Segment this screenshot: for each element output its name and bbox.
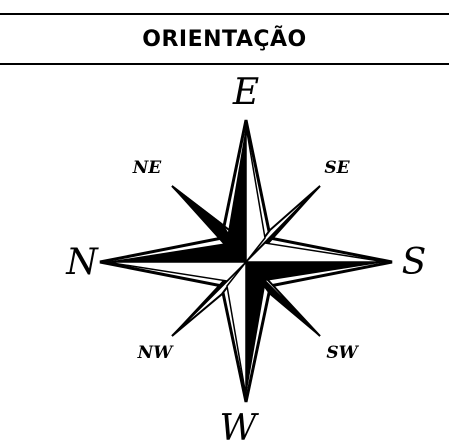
top-point-dark bbox=[227, 126, 246, 262]
header-bar: ORIENTAÇÃO bbox=[0, 13, 449, 65]
label-top: E bbox=[232, 72, 259, 113]
bottom-point-dark bbox=[246, 262, 265, 396]
left-point-light bbox=[105, 261, 248, 282]
left-point-dark bbox=[106, 243, 246, 262]
label-right: S bbox=[402, 242, 427, 283]
label-bottom: W bbox=[219, 408, 259, 446]
top-point-light bbox=[245, 125, 266, 265]
right-point-dark bbox=[246, 262, 386, 281]
label-top-right: SE bbox=[324, 158, 350, 178]
bottom-point-light bbox=[226, 259, 247, 397]
label-left: N bbox=[65, 242, 99, 283]
label-top-left: NE bbox=[132, 158, 163, 178]
right-point-light bbox=[244, 242, 387, 263]
label-bottom-left: NW bbox=[137, 343, 175, 363]
page-title: ORIENTAÇÃO bbox=[142, 26, 307, 52]
label-bottom-right: SW bbox=[326, 343, 359, 363]
cardinal-points bbox=[105, 125, 387, 397]
